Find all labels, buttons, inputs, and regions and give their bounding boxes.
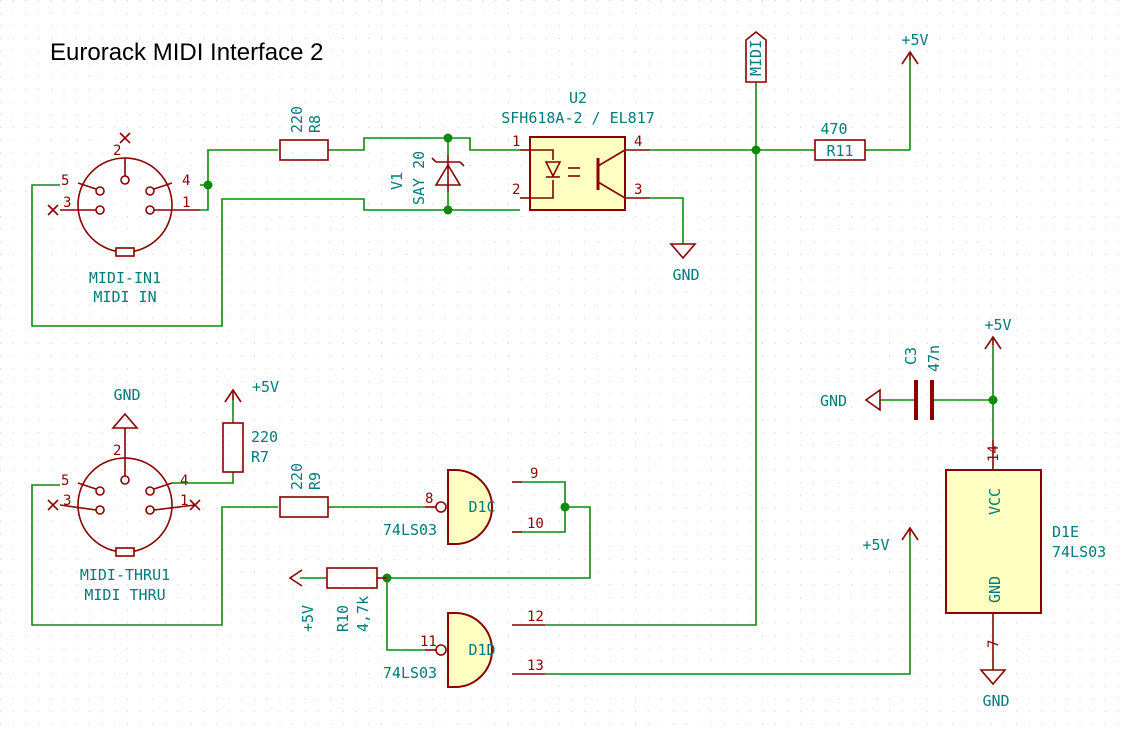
midi-in-pin-3: 3 (63, 195, 71, 211)
d1c-value: 74LS03 (383, 521, 437, 539)
capacitor-c3[interactable]: C3 47n (902, 345, 943, 420)
resistor-r7[interactable]: 220 R7 (222, 422, 278, 473)
v1-value: SAY 20 (410, 151, 428, 205)
svg-text:+5V: +5V (299, 605, 317, 632)
sheet-title: Eurorack MIDI Interface 2 (50, 39, 323, 66)
d1e-value: 74LS03 (1052, 543, 1106, 561)
vplus-symbol-d1e: +5V (984, 316, 1012, 350)
midi-in-pin-4: 4 (182, 173, 190, 189)
d1e-pin-14: 14 (986, 445, 1002, 462)
svg-text:+5V: +5V (984, 316, 1011, 334)
midi-thru-ref: MIDI-THRU1 (80, 566, 170, 584)
d1c-pin-9: 9 (530, 466, 538, 482)
d1c-pin-10: 10 (527, 516, 544, 532)
r8-ref: R8 (306, 115, 324, 133)
d1c-ref: D1C (468, 498, 495, 516)
r11-ref: R11 (826, 142, 853, 160)
d1e-ref: D1E (1052, 523, 1079, 541)
r9-value: 220 (288, 463, 306, 490)
r10-value: 4,7k (354, 596, 372, 632)
gnd-symbol-thru: GND (111, 386, 141, 429)
d1d-pin-13: 13 (527, 658, 544, 674)
vplus-symbol-d1d: +5V (862, 526, 919, 554)
vplus-symbol-top: +5V (901, 31, 929, 65)
svg-text:GND: GND (672, 266, 699, 284)
v1-ref: V1 (388, 172, 406, 190)
r7-ref: R7 (251, 448, 269, 466)
c3-value: 47n (925, 345, 943, 372)
junctions (203, 133, 998, 583)
midi-thru-pin-3: 3 (63, 493, 71, 509)
u2-value: SFH618A-2 / EL817 (501, 109, 655, 127)
vplus-symbol-r10: +5V (288, 569, 317, 632)
resistor-r8[interactable]: 220 R8 (279, 106, 329, 161)
midi-thru-pin-1: 1 (180, 493, 188, 509)
midi-in-pin-5: 5 (61, 173, 69, 189)
r8-value: 220 (288, 106, 306, 133)
r10-ref: R10 (334, 605, 352, 632)
resistor-r11[interactable]: R11 470 (814, 120, 866, 161)
optocoupler-u2[interactable]: 1 2 3 4 U2 SFH618A-2 / EL817 (501, 89, 655, 211)
midi-thru-connector[interactable]: 2 5 3 4 1 MIDI-THRU1 MIDI THRU (47, 428, 201, 604)
midi-thru-pin-4: 4 (180, 473, 188, 489)
svg-text:+5V: +5V (862, 536, 889, 554)
r9-ref: R9 (306, 472, 324, 490)
midi-net-label[interactable]: MIDI (745, 30, 767, 83)
midi-thru-value: MIDI THRU (84, 586, 165, 604)
d1d-value: 74LS03 (383, 664, 437, 682)
midi-thru-pin-2: 2 (113, 443, 121, 459)
midi-in-ref: MIDI-IN1 (89, 269, 161, 287)
d1c-pin-8: 8 (425, 491, 433, 507)
svg-text:+5V: +5V (252, 378, 279, 396)
nand-gate-d1c[interactable]: D1C 74LS03 8 9 10 (383, 466, 544, 545)
svg-text:GND: GND (982, 692, 1009, 710)
svg-text:GND: GND (820, 392, 847, 410)
wires (31, 60, 994, 675)
gnd-symbol-u2: GND (669, 243, 700, 284)
resistor-r10[interactable]: R10 4,7k (326, 567, 387, 632)
logic-power-d1e[interactable]: 14 7 VCC GND D1E 74LS03 (945, 440, 1106, 670)
u2-ref: U2 (569, 89, 587, 107)
svg-text:GND: GND (113, 386, 140, 404)
d1d-pin-11: 11 (420, 634, 437, 650)
midi-in-value: MIDI IN (93, 288, 156, 306)
u2-pin-3: 3 (634, 182, 642, 198)
gnd-symbol-c3: GND (820, 388, 881, 412)
u2-pin-4: 4 (634, 134, 642, 150)
resistor-r9[interactable]: 220 R9 (279, 463, 329, 518)
midi-in-pin-1: 1 (182, 195, 190, 211)
r11-value: 470 (820, 120, 847, 138)
midi-in-pin-2: 2 (113, 143, 121, 159)
d1e-pin-7: 7 (986, 640, 1002, 648)
d1d-ref: D1D (468, 641, 495, 659)
u2-pin-2: 2 (512, 182, 520, 198)
svg-text:MIDI: MIDI (747, 40, 765, 76)
nand-gate-d1d[interactable]: D1D 74LS03 11 12 13 (383, 609, 545, 688)
c3-ref: C3 (902, 347, 920, 365)
u2-pin-1: 1 (512, 134, 520, 150)
svg-text:+5V: +5V (901, 31, 928, 49)
gnd-symbol-d1e: GND (979, 669, 1010, 710)
midi-in-connector[interactable]: 2 5 3 4 1 MIDI-IN1 MIDI IN (47, 132, 200, 306)
r7-value: 220 (251, 428, 278, 446)
d1d-pin-12: 12 (527, 609, 544, 625)
vplus-symbol-r7: +5V (224, 378, 279, 403)
midi-thru-pin-5: 5 (61, 473, 69, 489)
d1e-vcc-label: VCC (986, 488, 1004, 515)
d1e-gnd-label: GND (986, 576, 1004, 603)
diode-v1[interactable]: V1 SAY 20 (388, 151, 465, 205)
